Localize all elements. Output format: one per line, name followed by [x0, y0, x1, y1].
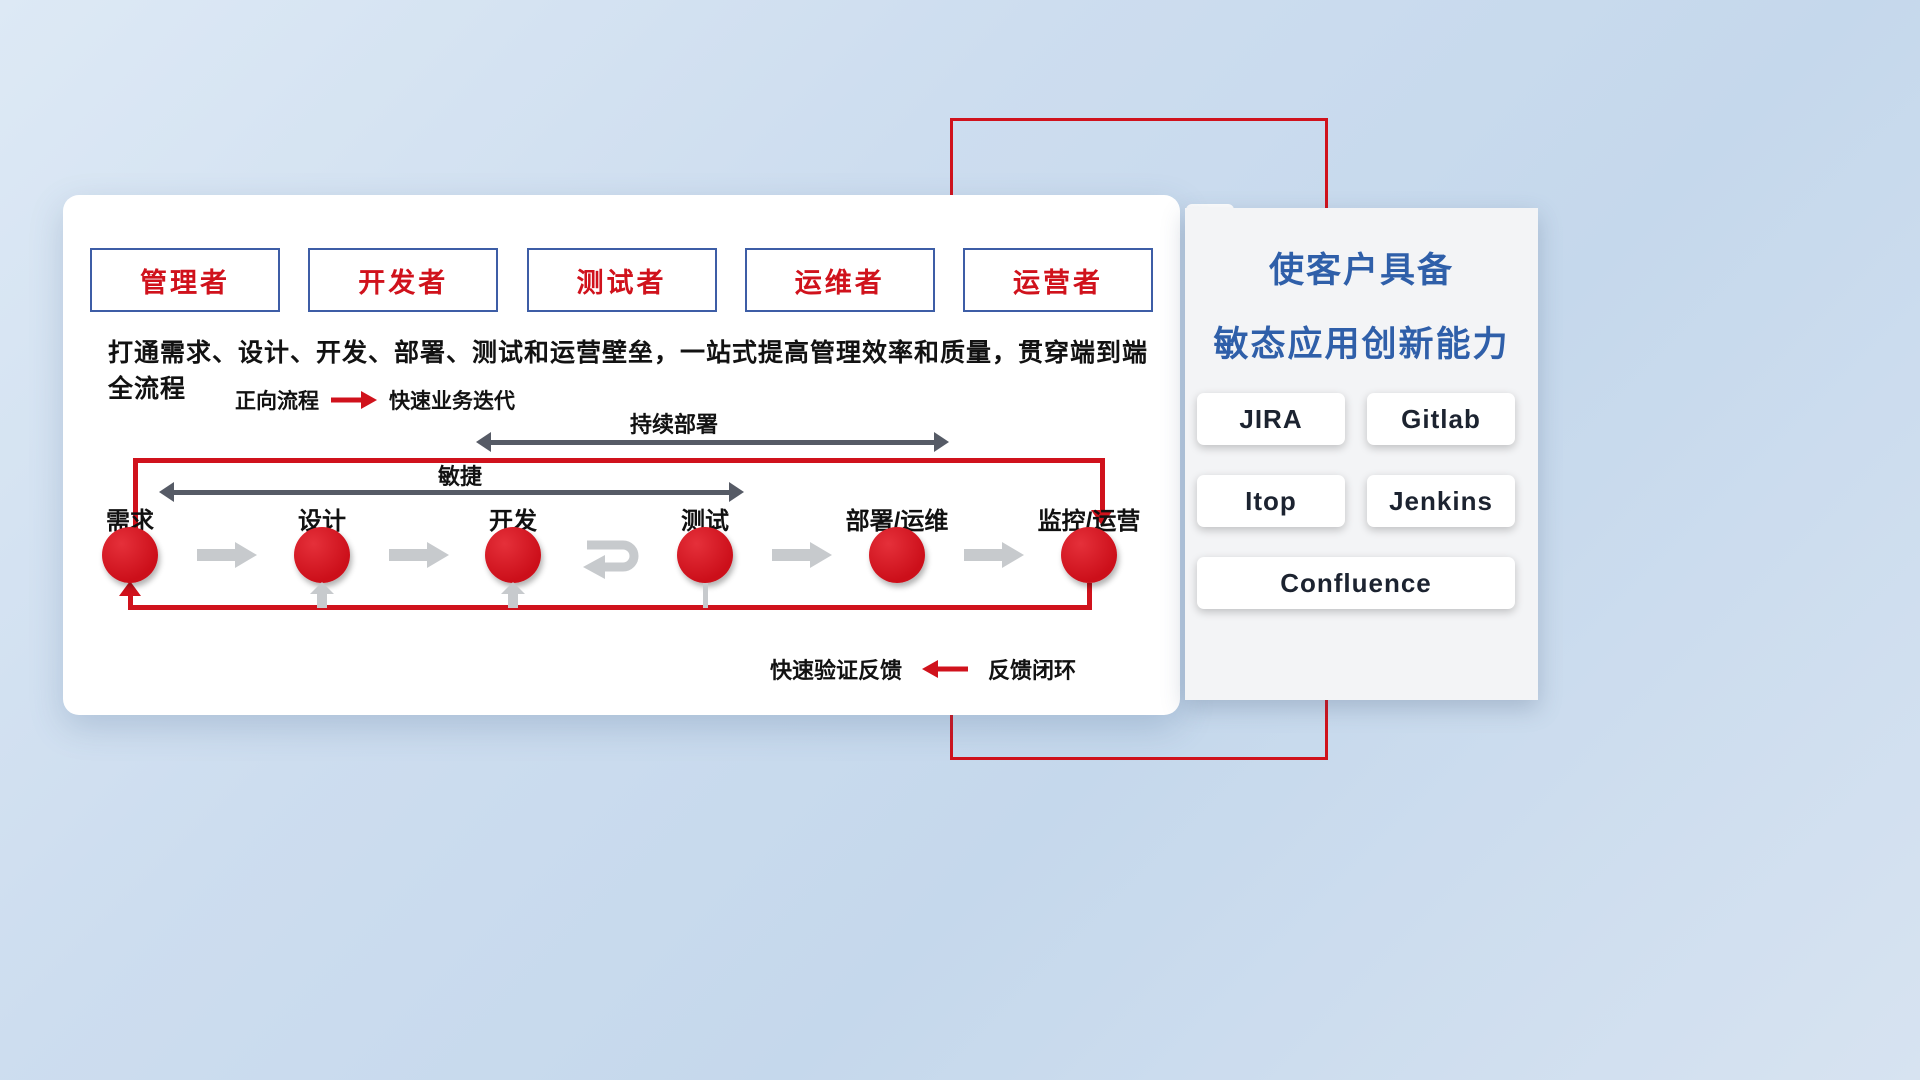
role-box-tester: 测试者 — [526, 248, 717, 312]
feedback-up-arrow-icon — [501, 582, 525, 608]
forward-legend-value: 快速业务迭代 — [389, 390, 515, 413]
panel-title-line2: 敏态应用创新能力 — [1213, 325, 1510, 364]
forward-loop-line — [133, 460, 138, 530]
forward-arrow-icon — [331, 391, 377, 409]
role-label: 测试者 — [576, 267, 667, 298]
stage-circle — [869, 527, 925, 583]
role-box-manager: 管理者 — [90, 248, 280, 312]
flow-arrow-icon — [772, 542, 832, 568]
flow-arrow-icon — [197, 542, 257, 568]
feedback-up-arrow-icon — [310, 582, 334, 608]
feedback-connector-line — [703, 583, 708, 608]
continuous-deploy-double-arrow-icon — [476, 432, 949, 452]
description-text: 打通需求、设计、开发、部署、测试和运营壁垒，一站式提高管理效率和质量，贯穿端到端… — [108, 339, 1149, 403]
forward-loop-arrowhead-icon — [1091, 510, 1113, 526]
stage-circle — [677, 527, 733, 583]
role-label: 运营者 — [1013, 267, 1103, 298]
tool-box-itop: Itop — [1197, 475, 1345, 527]
roles-row: 管理者 开发者 测试者 运维者 运营者 — [90, 248, 1153, 312]
tool-box-jenkins: Jenkins — [1367, 475, 1515, 527]
feedback-legend-value: 反馈闭环 — [988, 658, 1077, 683]
feedback-loop-arrowhead-icon — [119, 581, 141, 596]
forward-legend-label: 正向流程 — [235, 390, 319, 413]
stage-circle — [485, 527, 541, 583]
feedback-legend: 快速验证反馈 反馈闭环 — [770, 653, 1076, 685]
forward-legend: 正向流程 快速业务迭代 — [235, 385, 515, 415]
feedback-loop-line — [1087, 583, 1092, 610]
agile-double-arrow-icon — [159, 482, 744, 502]
feedback-loop-line — [128, 595, 133, 607]
feedback-arrow-icon — [922, 660, 969, 678]
forward-loop-line — [1100, 458, 1105, 511]
feedback-loop-line — [128, 605, 1092, 610]
role-box-operator: 运营者 — [963, 248, 1153, 312]
stage-circle — [294, 527, 350, 583]
role-box-ops: 运维者 — [744, 248, 935, 312]
iterate-arrow-icon — [583, 540, 639, 579]
tools-panel: 使客户具备 敏态应用创新能力 JIRA Gitlab Itop Jenkins … — [1185, 208, 1538, 700]
forward-loop-line — [133, 458, 1105, 463]
continuous-deploy-label: 持续部署 — [630, 412, 719, 437]
role-label: 管理者 — [140, 267, 230, 298]
stage-circle — [1061, 527, 1117, 583]
role-label: 运维者 — [794, 267, 885, 298]
flow-arrow-icon — [389, 542, 449, 568]
flow-arrow-icon — [964, 542, 1024, 568]
workflow-card: 管理者 开发者 测试者 运维者 运营者 打通需求、设计、开发、部署、测试和运营壁… — [63, 195, 1180, 715]
feedback-legend-label: 快速验证反馈 — [770, 658, 903, 683]
tool-box-gitlab: Gitlab — [1367, 393, 1515, 445]
agile-label: 敏捷 — [437, 464, 482, 489]
role-label: 开发者 — [358, 267, 449, 298]
role-box-developer: 开发者 — [308, 248, 499, 312]
stage-circle — [102, 527, 158, 583]
panel-title-line1: 使客户具备 — [1268, 251, 1454, 290]
tool-box-confluence: Confluence — [1197, 557, 1515, 609]
tool-box-jira: JIRA — [1197, 393, 1345, 445]
